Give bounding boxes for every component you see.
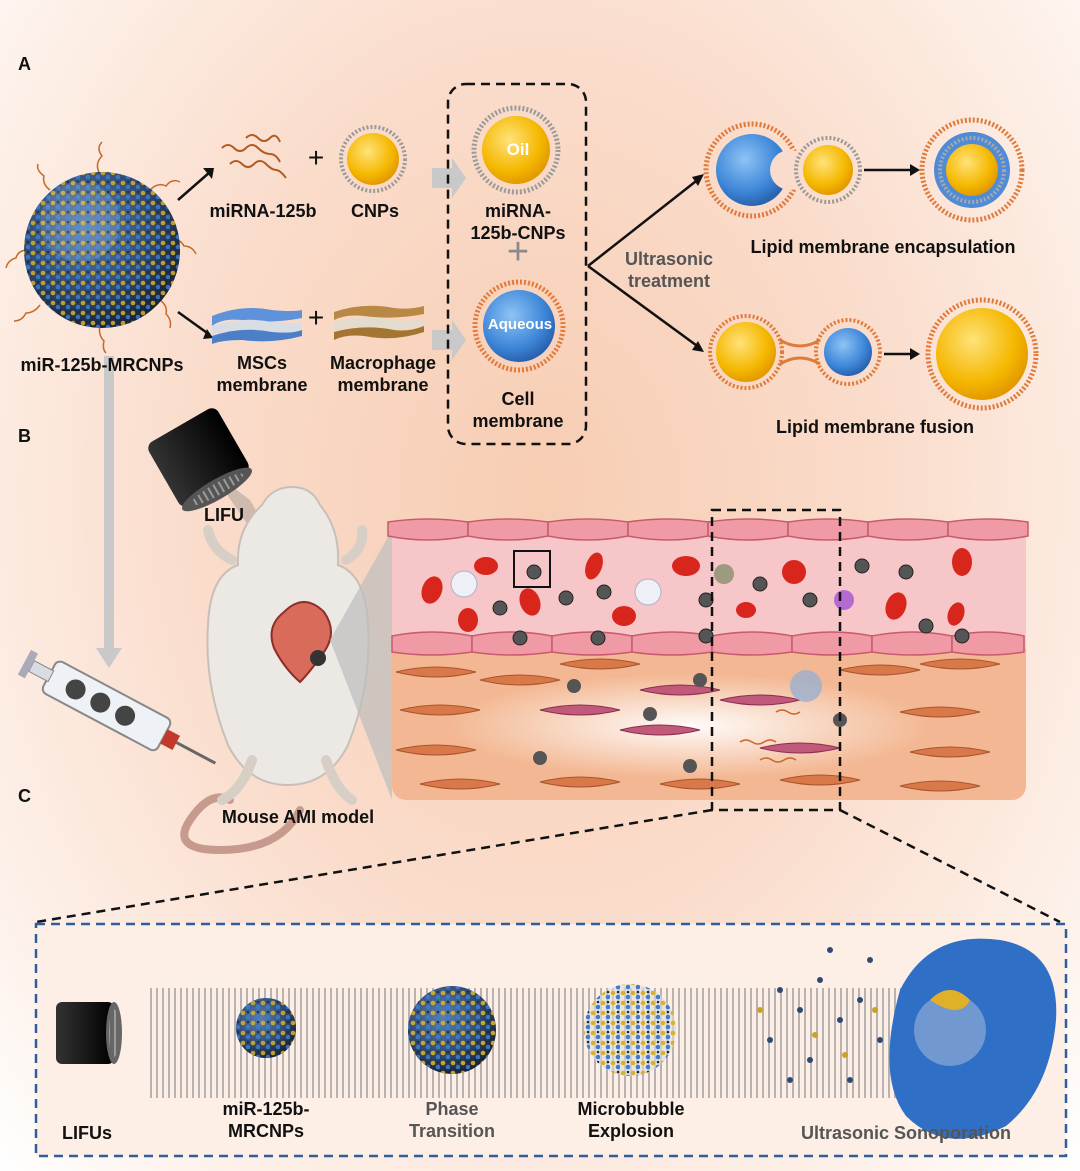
mouse-model-label: Mouse AMI model [221,807,375,827]
cnps-label: CNPs [350,201,399,221]
zoom-square [513,550,551,588]
lifus-label: LIFUs [61,1123,112,1143]
panel-label-c: C [18,786,31,806]
zoom-region-box [710,508,842,812]
sonoporation-scatter [757,947,883,1083]
panel-label-b: B [18,426,31,446]
tissue-cross-section [387,508,1029,812]
microbubble-explosion-particle [584,984,676,1076]
panel-b [17,356,1061,924]
plus-sign-2: + [308,302,324,333]
sonoporation-label: Ultrasonic Sonoporation [800,1123,1011,1143]
zoom-projection [330,530,392,800]
mrcnps-nanoparticle [5,141,197,354]
mouse-illustration [180,485,370,855]
oil-core-particle [471,105,561,195]
gray-plus-sign: + [507,231,529,273]
phase-transition-particle [408,986,496,1074]
mscs-membrane-icon [212,308,302,344]
components-dashed-box [446,82,588,446]
fusion-label: Lipid membrane fusion [775,417,975,437]
mrcnps-label: miR-125b-MRCNPs [20,355,184,375]
panel-c [34,922,1068,1158]
lifus-transducer-icon [56,1002,122,1064]
panel-a: + + + [5,82,1039,446]
aqueous-core-vesicle [472,279,566,373]
oil-label: Oil [506,140,530,159]
encapsulation-sequence [703,117,1025,223]
mirna-cnps-label: miRNA- 125b-CNPs [470,201,566,243]
syringe-icon [17,649,217,765]
macrophage-membrane-icon [334,305,424,340]
macrophage-membrane-label: Macrophage membrane [329,353,437,395]
arrow-to-fusion [587,264,701,350]
encapsulation-label: Lipid membrane encapsulation [750,237,1016,257]
arrow-to-membranes [177,310,211,337]
arrow-to-encapsulation [587,177,701,267]
mrcnps-small-particle [236,998,296,1058]
fusion-sequence [708,297,1039,411]
ultrasonic-treatment-label: Ultrasonic treatment [624,249,714,291]
mirna-strands-icon [221,134,287,179]
lifu-transducer-icon [148,408,252,512]
aqueous-label: Aqueous [487,316,553,333]
panel-label-a: A [18,54,31,74]
cell-icon [889,938,1057,1139]
phase-transition-label: Phase Transition [408,1099,495,1141]
mrcnps-c-label: miR-125b- MRCNPs [222,1099,310,1141]
mirna-label: miRNA-125b [209,201,317,221]
arrow-to-mirna [177,171,211,201]
lifu-label: LIFU [204,505,244,525]
cnp-particle-icon [339,125,407,193]
cell-membrane-label: Cell membrane [472,389,564,431]
mscs-membrane-label: MSCs membrane [216,353,308,395]
plus-sign: + [308,142,324,173]
microbubble-explosion-label: Microbubble Explosion [577,1099,685,1141]
gray-down-arrow [104,356,114,652]
